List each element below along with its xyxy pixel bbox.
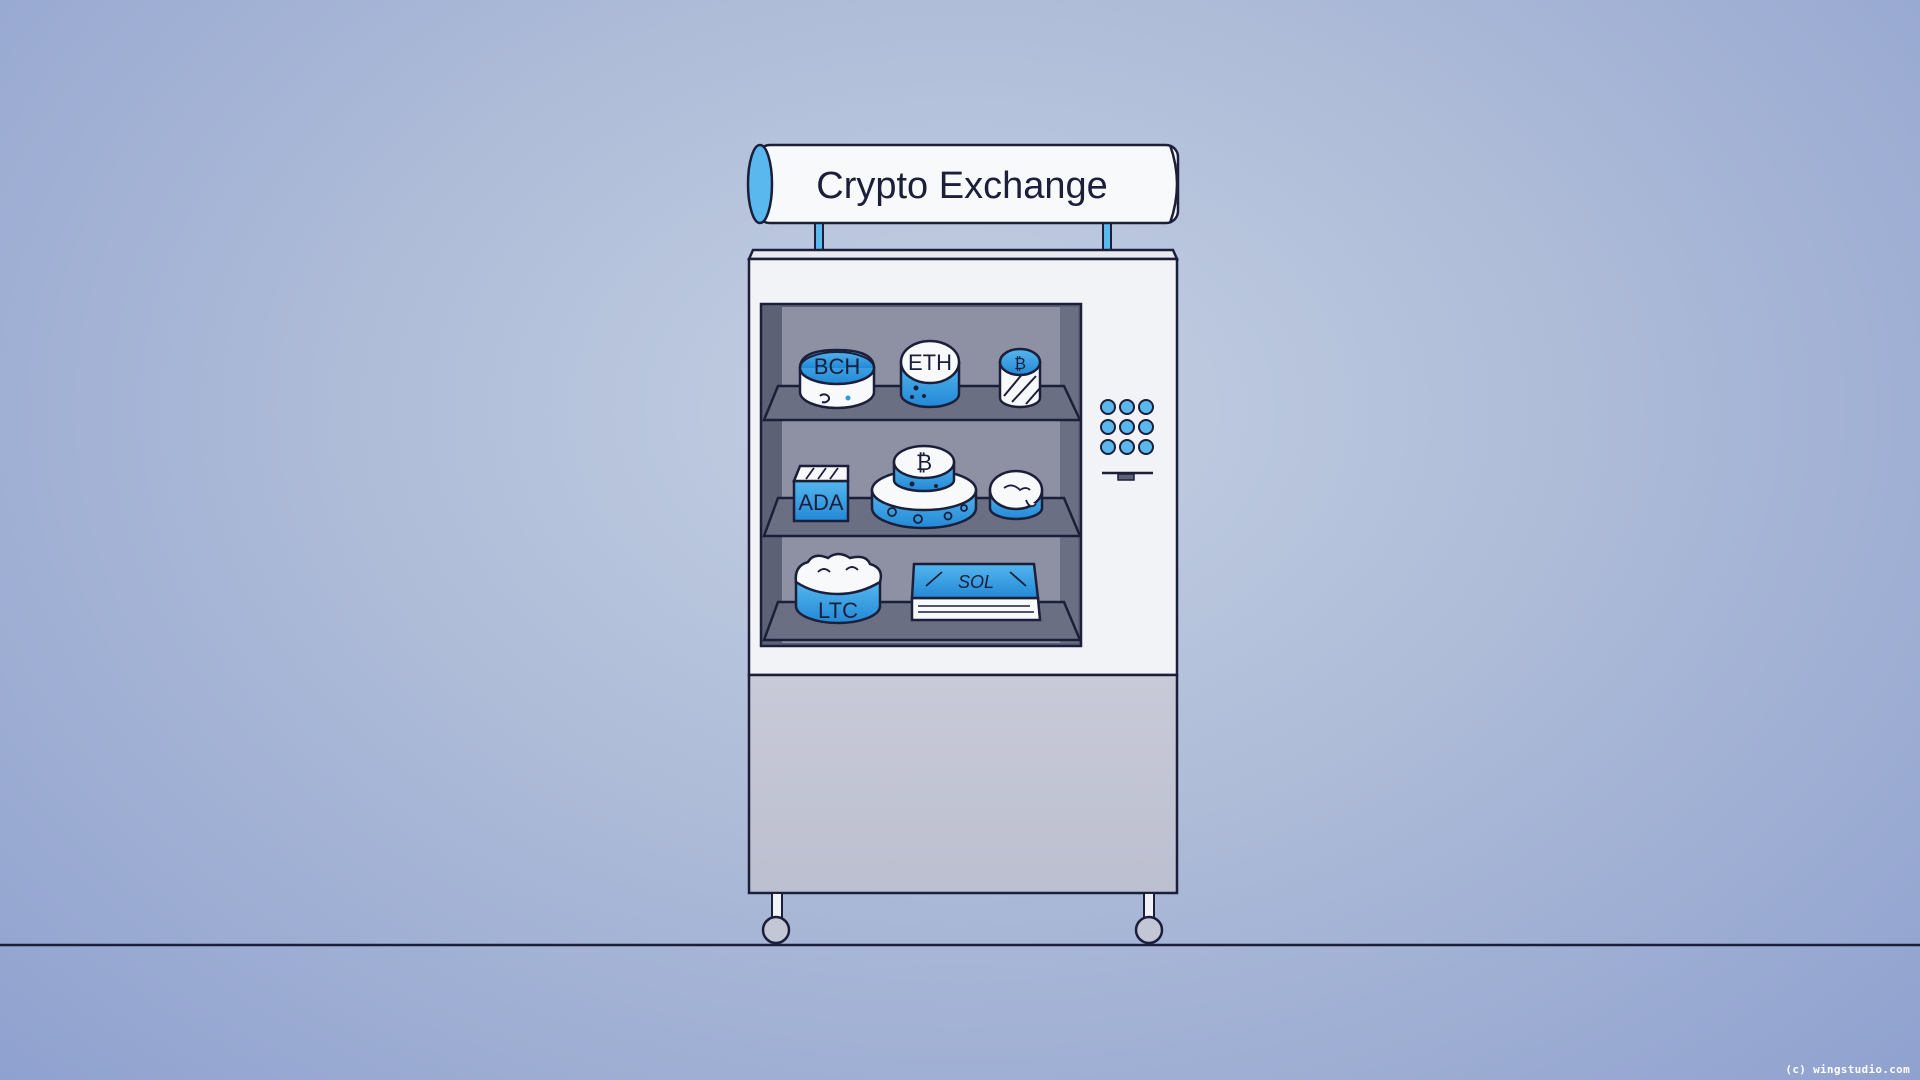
sol-label: SOL	[958, 572, 994, 592]
keypad-button[interactable]	[1138, 419, 1154, 435]
btc-cheese-small[interactable]: ₿	[998, 347, 1042, 409]
brie-cheese[interactable]	[988, 469, 1044, 521]
eth-label: ETH	[908, 350, 952, 375]
keypad-button[interactable]	[1119, 399, 1135, 415]
ada-cheese-block[interactable]: ADA	[792, 464, 850, 523]
btc-cheese-cake[interactable]: ₿	[870, 444, 978, 530]
keypad-button[interactable]	[1138, 399, 1154, 415]
sol-cheese-slab[interactable]: SOL	[910, 562, 1042, 622]
btc-cake-label: ₿	[916, 450, 932, 475]
eth-cheese-drum[interactable]: ETH	[899, 339, 961, 409]
bch-cheese-wheel[interactable]: BCH	[798, 348, 876, 410]
sign-left-cap	[746, 143, 774, 225]
bch-label: BCH	[814, 354, 860, 379]
keypad-button[interactable]	[1100, 439, 1116, 455]
wheel-right	[1134, 892, 1164, 945]
keypad-button[interactable]	[1138, 439, 1154, 455]
keypad-button[interactable]	[1100, 419, 1116, 435]
sign: Crypto Exchange	[746, 143, 1180, 255]
machine-lower	[747, 673, 1179, 895]
keypad[interactable]	[1100, 399, 1154, 455]
keypad-button[interactable]	[1119, 439, 1135, 455]
ltc-label: LTC	[818, 598, 858, 623]
coin-slot[interactable]	[1102, 471, 1153, 481]
btc-small-label: ₿	[1014, 355, 1026, 373]
keypad-button[interactable]	[1119, 419, 1135, 435]
sign-title: Crypto Exchange	[816, 165, 1108, 207]
keypad-button[interactable]	[1100, 399, 1116, 415]
machine-top	[747, 248, 1179, 261]
sign-right-cap	[1168, 144, 1179, 224]
ltc-cheese-tub[interactable]: LTC	[794, 552, 883, 625]
wheel-left	[761, 892, 791, 945]
ada-label: ADA	[798, 490, 844, 515]
copyright-credit: (c) wingstudio.com	[1785, 1063, 1910, 1076]
